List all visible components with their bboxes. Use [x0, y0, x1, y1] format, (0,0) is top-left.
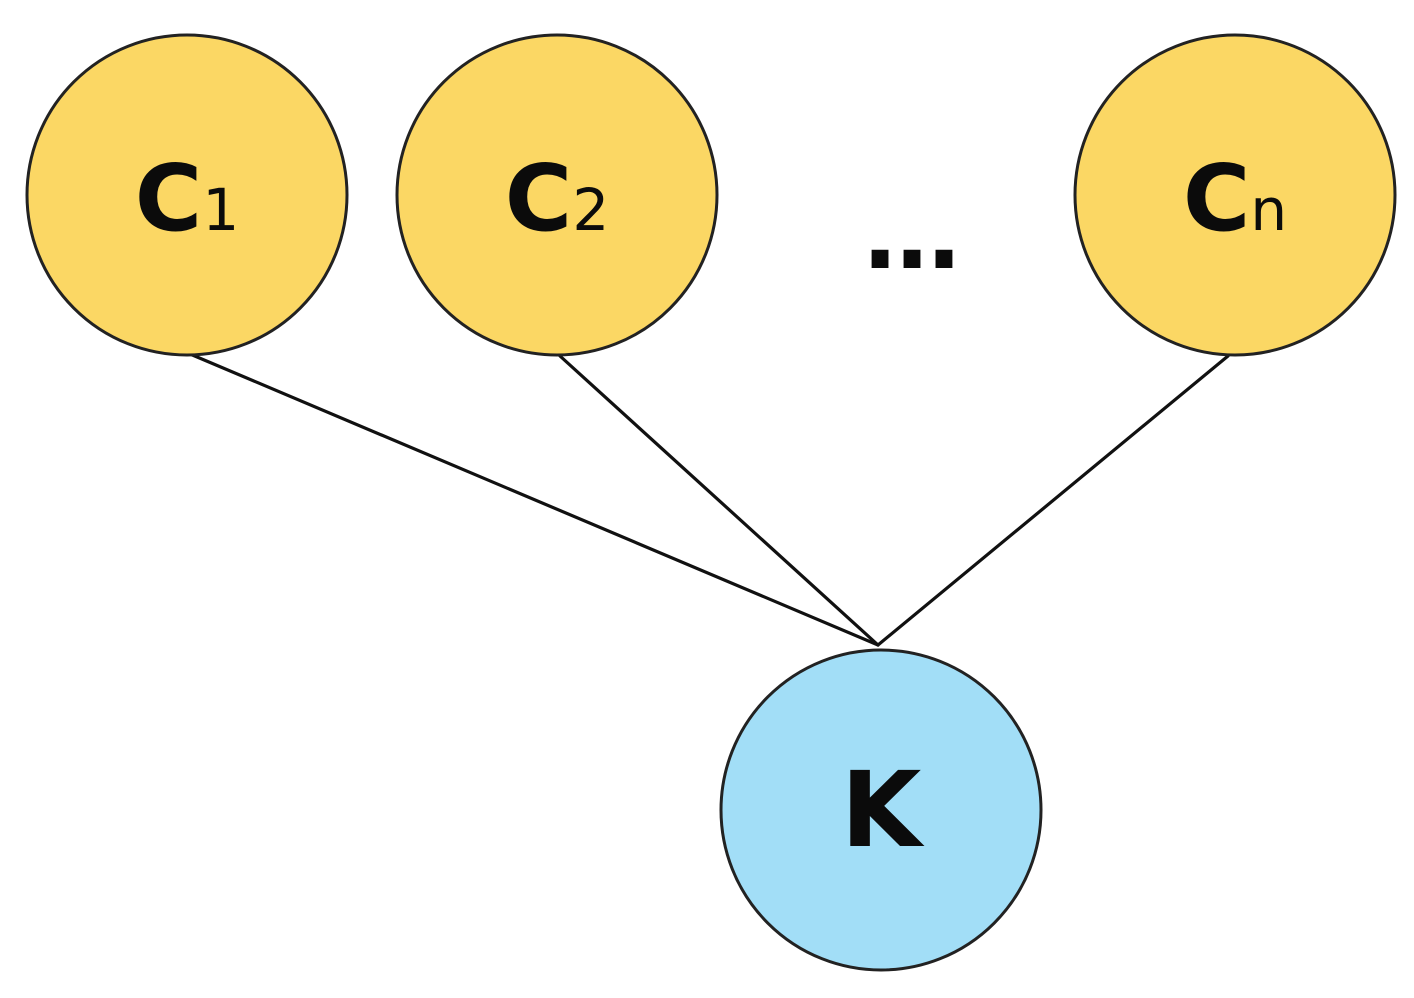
node-k: K [719, 648, 1043, 972]
edges [188, 352, 1230, 647]
ellipsis: … [864, 179, 960, 291]
edge-c2-k [558, 354, 880, 647]
node-c1-circle [25, 33, 349, 357]
node-c1: C1 [25, 33, 349, 357]
node-cn: Cn [1073, 33, 1397, 357]
edge-c1-k [188, 352, 880, 647]
edge-cn-k [876, 354, 1230, 647]
node-cn-label: Cn [1183, 145, 1287, 252]
node-c1-label: C1 [135, 145, 239, 252]
node-cn-circle [1073, 33, 1397, 357]
node-k-label: K [841, 749, 925, 871]
node-c2-label: C2 [505, 145, 609, 252]
node-c2: C2 [395, 33, 719, 357]
node-c2-circle [395, 33, 719, 357]
node-k-circle [719, 648, 1043, 972]
